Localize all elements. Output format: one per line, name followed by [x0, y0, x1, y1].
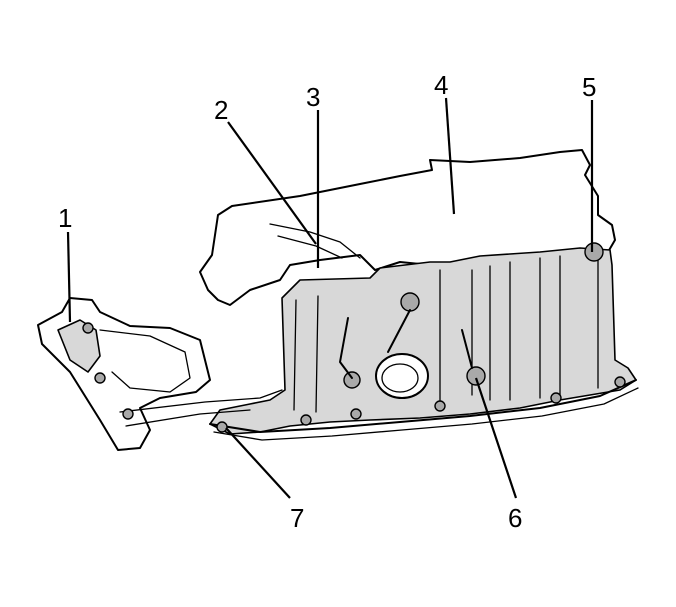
leader-1 [66, 231, 72, 323]
leader-2 [227, 121, 317, 245]
callout-1: 1 [58, 203, 73, 233]
callout-6: 6 [508, 503, 523, 533]
pan-flange-lower [213, 387, 639, 441]
callout-7: 7 [290, 503, 305, 533]
strut-left [339, 317, 353, 379]
strut-right [387, 309, 411, 353]
callout-3: 3 [306, 82, 321, 112]
bracket-arm [99, 329, 191, 393]
bolt-boss-left [343, 371, 361, 389]
bracket-link-2 [125, 409, 251, 427]
oil-filter-adapter-inner [381, 363, 419, 393]
leader-7 [225, 427, 291, 499]
bolt-hole-upper-right [584, 242, 604, 262]
bolt-boss-center [400, 292, 420, 312]
bracket-link [119, 389, 283, 413]
leader-6 [474, 377, 518, 499]
pan-flange [209, 379, 637, 433]
flange-bolts [82, 322, 626, 433]
dipstick-tube [269, 223, 361, 259]
callout-4: 4 [434, 70, 449, 100]
strut-right-2 [461, 329, 473, 369]
leader-4 [444, 97, 456, 215]
dipstick-tube-2 [277, 235, 343, 259]
callout-2: 2 [214, 95, 229, 125]
callout-5: 5 [582, 72, 597, 102]
oil-filter-adapter [375, 353, 429, 399]
front-cover-bracket [37, 297, 211, 451]
bolt-boss-right [466, 366, 486, 386]
